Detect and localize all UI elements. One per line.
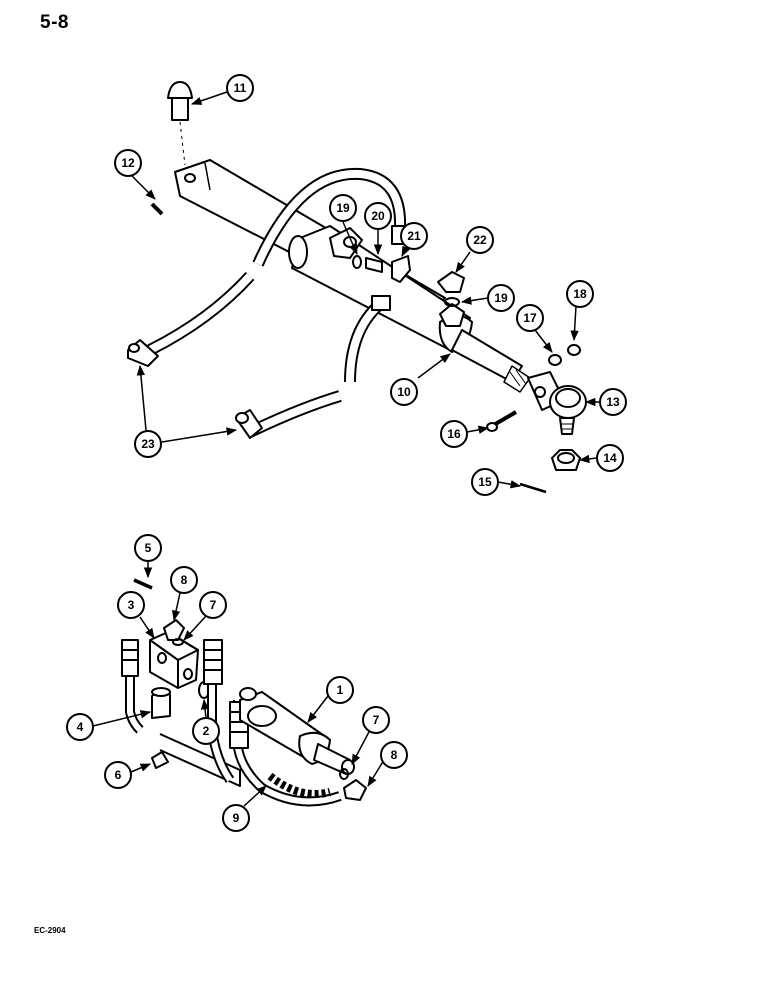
svg-text:10: 10 [397,385,411,399]
elbow-8b [343,779,367,801]
figure-code: EC-2904 [34,926,66,935]
o-ring-19b [444,297,460,307]
svg-text:5: 5 [145,541,152,555]
pin-part-11 [167,81,193,166]
callout-19b: 19 [487,284,515,312]
upper-assembly-drawing [127,81,587,494]
callout-15: 15 [471,468,499,496]
svg-text:8: 8 [181,573,188,587]
callout-3: 3 [117,591,145,619]
castle-nut-14 [551,449,581,471]
elbow-8a [163,619,185,641]
upper-leaders [131,91,600,489]
piston-rod [451,329,531,393]
callout-2: 2 [192,717,220,745]
svg-text:16: 16 [447,427,461,441]
svg-text:13: 13 [606,395,620,409]
callout-19a: 19 [329,194,357,222]
o-ring-19a [352,255,362,269]
roll-pin-5 [133,578,153,590]
upper-callouts: 11 12 19 20 21 22 19 18 17 13 10 16 14 1… [114,74,627,496]
callout-11: 11 [226,74,254,102]
lower-callouts: 5 8 3 7 1 4 2 7 8 6 9 [66,534,408,832]
cylinder-barrel [288,225,473,353]
tie-rod-end-13 [527,371,587,435]
elbow-22 [437,271,465,293]
svg-text:21: 21 [407,229,421,243]
svg-text:19: 19 [494,291,508,305]
svg-text:22: 22 [473,233,487,247]
roll-pin-12 [150,202,164,216]
svg-text:18: 18 [573,287,587,301]
callout-12: 12 [114,149,142,177]
callout-8a: 8 [170,566,198,594]
svg-text:12: 12 [121,156,135,170]
hose-lower [235,390,342,439]
callout-23: 23 [134,430,162,458]
bolt-part-16 [486,410,518,432]
callout-14: 14 [596,444,624,472]
fitting-6 [151,751,169,769]
callout-10: 10 [390,378,418,406]
cotter-pin-15 [519,482,547,494]
svg-text:3: 3 [128,598,135,612]
callout-9: 9 [222,804,250,832]
callout-18: 18 [566,280,594,308]
lower-leaders [92,561,385,807]
adapter-4 [151,687,171,719]
lower-hoses-left [121,639,241,787]
callout-13: 13 [599,388,627,416]
callout-7a: 7 [199,591,227,619]
svg-text:23: 23 [141,437,155,451]
svg-text:8: 8 [391,748,398,762]
svg-text:19: 19 [336,201,350,215]
svg-text:1: 1 [337,683,344,697]
page-number: 5-8 [40,12,69,33]
svg-text:7: 7 [373,713,380,727]
svg-text:14: 14 [603,451,617,465]
callout-4: 4 [66,713,94,741]
svg-text:17: 17 [523,311,537,325]
hose-middle [344,295,391,383]
callout-21: 21 [400,222,428,250]
hose-left [127,271,255,367]
o-ring-7b [339,768,349,780]
cylinder-1 [239,687,355,775]
o-ring-7a [172,638,184,646]
svg-text:15: 15 [478,475,492,489]
svg-text:4: 4 [77,720,84,734]
svg-text:20: 20 [371,209,385,223]
callout-5: 5 [134,534,162,562]
callout-6: 6 [104,761,132,789]
callout-8b: 8 [380,741,408,769]
callout-7b: 7 [362,706,390,734]
callout-22: 22 [466,226,494,254]
svg-text:7: 7 [210,598,217,612]
svg-text:6: 6 [115,768,122,782]
callout-16: 16 [440,420,468,448]
callout-17: 17 [516,304,544,332]
nut-18 [567,344,581,356]
svg-text:2: 2 [203,724,210,738]
svg-text:9: 9 [233,811,240,825]
callout-20: 20 [364,202,392,230]
callout-1: 1 [326,676,354,704]
connector-20 [365,257,383,273]
svg-text:11: 11 [234,81,247,95]
nut-17 [548,354,562,366]
elbow-21 [391,255,411,283]
